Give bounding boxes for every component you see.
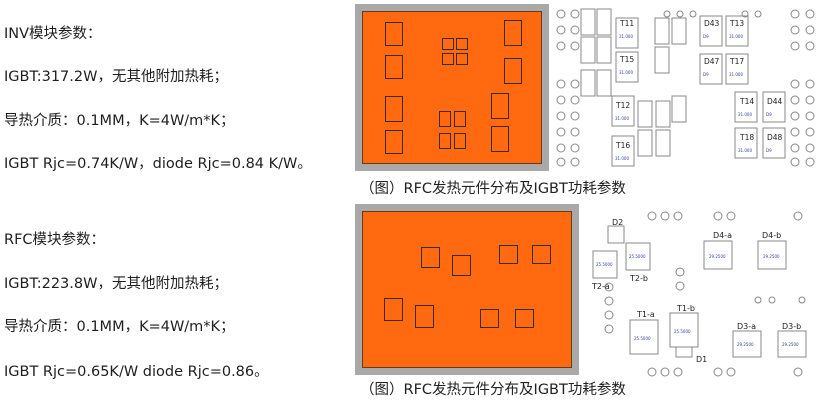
mounting-holes-top-left — [556, 9, 580, 167]
svg-text:D9: D9 — [766, 112, 772, 117]
svg-text:29.2500: 29.2500 — [737, 342, 754, 347]
svg-text:31.000: 31.000 — [615, 156, 629, 161]
svg-text:D9: D9 — [703, 72, 709, 77]
inv-thermal-medium: 导热介质：0.1MM，K=4W/m*K； — [4, 113, 235, 129]
label-T15: T15 — [619, 55, 634, 64]
heat-source — [454, 133, 466, 149]
inv-heading: INV模块参数： — [4, 26, 102, 42]
heat-source — [452, 255, 471, 276]
rfc-thermal-medium: 导热介质：0.1MM，K=4W/m*K； — [4, 319, 235, 335]
rfc-igbt-loss: IGBT:223.8W，无其他附加热耗； — [4, 276, 228, 292]
svg-text:31.000: 31.000 — [729, 34, 743, 39]
inv-rjc: IGBT Rjc=0.74K/W，diode Rjc=0.84 K/W。 — [4, 156, 312, 172]
svg-text:29.2500: 29.2500 — [763, 254, 780, 259]
svg-text:31.000: 31.000 — [738, 148, 752, 153]
label-T1-b: T1-b — [676, 304, 695, 313]
mounting-holes-top-right — [663, 9, 815, 167]
label-D3-b: D3-b — [782, 322, 801, 331]
heat-source — [442, 53, 454, 65]
heat-source — [515, 309, 534, 328]
heat-source — [504, 58, 522, 84]
heat-source — [480, 309, 499, 328]
heat-source — [415, 305, 434, 328]
svg-text:D9: D9 — [703, 34, 709, 39]
label-D2: D2 — [612, 218, 623, 227]
rfc-heat-distribution-panel — [355, 204, 579, 375]
label-D44: D44 — [767, 97, 783, 106]
inv-heat-distribution-panel — [355, 4, 549, 171]
heat-source — [384, 298, 403, 321]
svg-text:D9: D9 — [766, 148, 772, 153]
svg-text:31.000: 31.000 — [729, 72, 743, 77]
heat-source — [421, 247, 440, 268]
inv-igbt-loss: IGBT:317.2W，无其他附加热耗； — [4, 69, 228, 85]
heatsink-surface — [362, 211, 572, 368]
heat-source — [456, 38, 468, 50]
heat-source — [491, 126, 509, 152]
heat-source — [385, 55, 403, 79]
heat-source — [385, 22, 403, 46]
label-T11: T11 — [619, 19, 634, 28]
label-T12: T12 — [615, 101, 630, 110]
label-T2-b: T2-b — [629, 274, 648, 283]
svg-text:31.000: 31.000 — [619, 70, 633, 75]
heat-source — [439, 133, 451, 149]
svg-text:31.000: 31.000 — [615, 116, 629, 121]
label-D3-a: D3-a — [737, 322, 756, 331]
label-D47: D47 — [704, 57, 720, 66]
heat-source — [439, 111, 451, 127]
svg-text:29.2500: 29.2500 — [709, 254, 726, 259]
label-T18: T18 — [739, 133, 754, 142]
heat-source — [454, 111, 466, 127]
label-T1-a: T1-a — [636, 310, 655, 319]
label-D43: D43 — [704, 19, 720, 28]
label-T2-a: T2-a — [591, 282, 610, 291]
svg-text:25.5000: 25.5000 — [629, 254, 646, 259]
heatsink-surface — [362, 11, 542, 164]
svg-text:31.000: 31.000 — [738, 112, 752, 117]
bottom-figure-caption: （图）RFC发热元件分布及IGBT功耗参数 — [360, 382, 626, 398]
heat-source — [499, 245, 518, 264]
label-D4-a: D4-a — [713, 231, 732, 240]
svg-text:29.2500: 29.2500 — [782, 342, 799, 347]
label-T14: T14 — [739, 97, 754, 106]
heat-source — [385, 130, 403, 154]
label-T13: T13 — [729, 19, 744, 28]
mounting-holes-bottom — [604, 211, 806, 377]
label-T17: T17 — [729, 57, 744, 66]
heat-source — [385, 96, 403, 122]
heat-source — [442, 38, 454, 50]
svg-text:25.5000: 25.5000 — [674, 329, 691, 334]
heat-source — [504, 20, 522, 46]
rfc-heading: RFC模块参数： — [4, 232, 106, 248]
heat-source — [532, 245, 551, 264]
label-T16: T16 — [615, 141, 630, 150]
label-D48: D48 — [767, 133, 783, 142]
label-D1: D1 — [696, 355, 707, 364]
heat-source — [491, 93, 509, 119]
svg-text:25.5000: 25.5000 — [634, 336, 651, 341]
svg-text:25.5000: 25.5000 — [596, 262, 613, 267]
label-D4-b: D4-b — [762, 231, 781, 240]
svg-text:31.000: 31.000 — [619, 34, 633, 39]
rfc-rjc: IGBT Rjc=0.65K/W diode Rjc=0.86。 — [4, 364, 269, 380]
heat-source — [456, 53, 468, 65]
top-figure-caption: （图）RFC发热元件分布及IGBT功耗参数 — [360, 181, 626, 197]
